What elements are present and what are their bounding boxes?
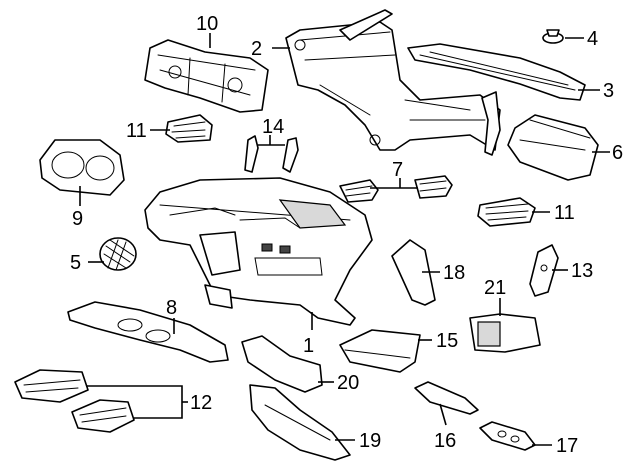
callout-1: 1 xyxy=(303,335,314,357)
callout-14: 14 xyxy=(262,116,284,138)
part-10-reinforcement xyxy=(144,39,269,113)
callout-16: 16 xyxy=(434,430,456,452)
part-14-trim-strips xyxy=(244,135,299,173)
callout-9: 9 xyxy=(72,208,83,230)
part-12-side-vents xyxy=(14,369,135,433)
callout-2: 2 xyxy=(251,38,262,60)
part-4-clip xyxy=(542,29,564,44)
part-19-knee-bolster xyxy=(249,384,351,461)
part-11-vent-upper xyxy=(165,114,213,143)
part-15-glove-box xyxy=(339,329,421,373)
callout-4: 4 xyxy=(587,28,598,50)
part-21-bin xyxy=(469,313,541,353)
callout-3: 3 xyxy=(603,80,614,102)
callout-18: 18 xyxy=(443,262,465,284)
callout-7: 7 xyxy=(392,159,403,181)
part-1-instrument-panel xyxy=(144,177,373,326)
callout-12: 12 xyxy=(190,392,212,414)
callout-10: 10 xyxy=(196,13,218,35)
part-16-trim xyxy=(414,381,479,415)
callout-6: 6 xyxy=(612,142,623,164)
part-2-frame xyxy=(285,9,501,156)
part-6-air-bag xyxy=(507,114,599,181)
callout-8: 8 xyxy=(166,297,177,319)
part-17-switch-bezel xyxy=(479,421,536,451)
callout-labels: 1 2 3 4 5 6 7 8 9 10 11 11 12 13 14 15 1… xyxy=(70,13,623,457)
part-7-center-vents xyxy=(339,175,453,203)
callout-19: 19 xyxy=(359,430,381,452)
callout-15: 15 xyxy=(436,330,458,352)
part-20-bracket xyxy=(241,335,323,393)
callout-20: 20 xyxy=(337,372,359,394)
callout-11-upper: 11 xyxy=(126,120,147,142)
leader-lines xyxy=(79,33,610,446)
part-8-bezel xyxy=(67,301,229,363)
callout-17: 17 xyxy=(556,435,578,457)
part-11-vent-right xyxy=(477,197,536,227)
part-3-defrost-grille xyxy=(407,43,586,101)
callout-11-right: 11 xyxy=(554,202,575,224)
callout-5: 5 xyxy=(70,252,81,274)
part-13-bracket xyxy=(529,244,559,297)
callout-21: 21 xyxy=(484,277,506,299)
part-5-speaker-grille xyxy=(99,237,137,271)
callout-13: 13 xyxy=(571,260,593,282)
part-18-trim-panel xyxy=(391,239,436,306)
part-9-instrument-cluster xyxy=(39,139,125,196)
